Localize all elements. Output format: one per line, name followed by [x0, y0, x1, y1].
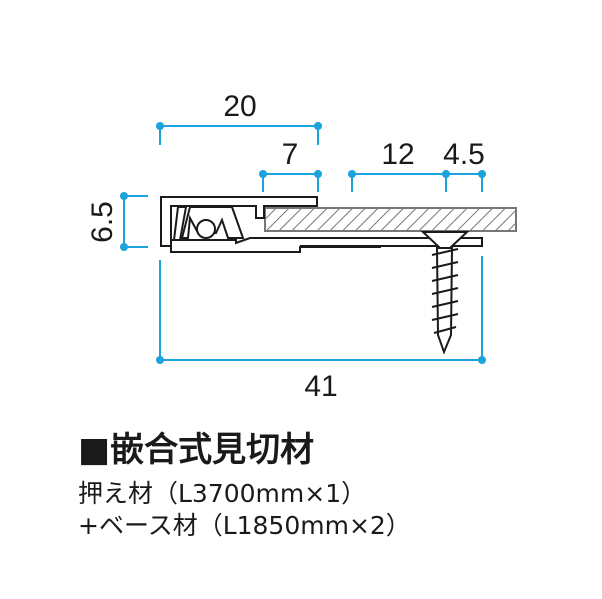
dim-overlap: 7 [282, 138, 299, 171]
component-line-2: +ベース材（L1850mm×2） [78, 511, 411, 540]
dimension-dots [120, 122, 486, 364]
product-title: ■嵌合式見切材 [78, 430, 315, 470]
dim-screw-edge: 4.5 [443, 138, 485, 171]
dim-screw-offset: 12 [381, 138, 414, 171]
component-line-1: 押え材（L3700mm×1） [78, 479, 367, 508]
trim-profile [160, 196, 483, 253]
dim-height: 6.5 [86, 201, 119, 243]
screw [420, 231, 470, 355]
dim-total-width: 41 [304, 370, 337, 403]
dim-top-width: 20 [223, 90, 256, 123]
floor-board [264, 207, 517, 232]
